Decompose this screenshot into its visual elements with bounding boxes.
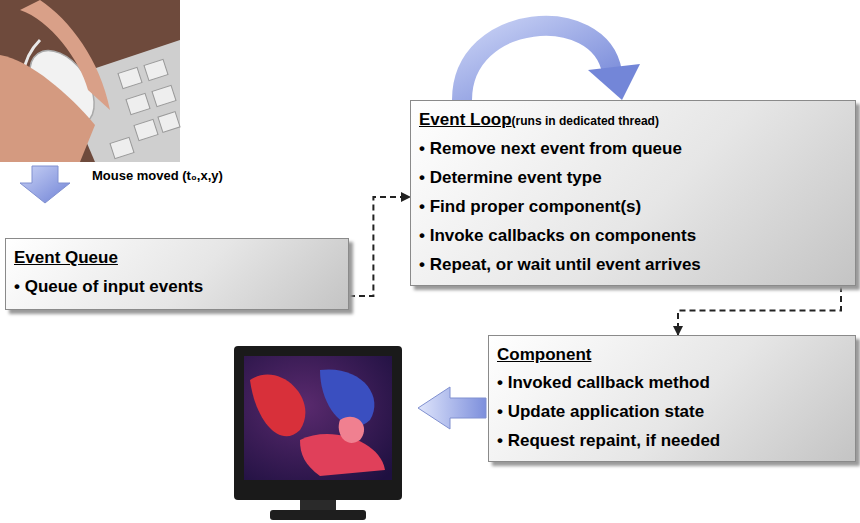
loop-arrow-head [588,64,640,100]
keys [110,59,180,158]
dashed-connector [678,286,841,335]
subheading: (runs in dedicated thread) [512,114,659,128]
monitor-base [270,510,366,520]
monitor-neck [300,498,336,512]
monitor-screen [244,356,392,480]
photo-ground [0,0,180,162]
screen-blob [300,434,385,476]
bullet-item: • Determine event type [419,163,847,192]
heading: Event Queue [14,248,118,267]
component-box: Component • Invoked callback method• Upda… [488,335,856,462]
hand [0,55,95,162]
monitor-bezel [234,346,402,500]
mouse-photo [0,0,180,162]
block-arrow [418,387,486,429]
heading-row: Event Queue [14,245,340,271]
screen-blob [339,417,364,443]
bullet-item: • Repeat, or wait until event arrives [419,250,847,279]
screen-blob [250,375,305,437]
heading: Component [497,345,591,364]
heading-row: Component [497,342,847,368]
bullet-item: • Find proper component(s) [419,192,847,221]
bullet-item: • Update application state [497,397,847,426]
bullet-item: • Remove next event from queue [419,134,847,163]
monitor [234,346,402,520]
heading: Event Loop [419,110,512,129]
heading-row: Event Loop(runs in dedicated thread) [419,107,847,134]
dashed-connector [349,197,410,296]
bullet-item: • Request repaint, if needed [497,426,847,455]
loop-arrow [462,26,612,100]
queue-box: Event Queue • Queue of input events [5,238,349,310]
bullet-item: • Queue of input events [14,271,340,303]
event-label: Mouse moved (t₀,x,y) [92,168,223,183]
bullet-item: • Invoked callback method [497,368,847,397]
bullet-item: • Invoke callbacks on components [419,221,847,250]
block-arrow [20,166,70,203]
loop-box: Event Loop(runs in dedicated thread)• Re… [410,100,856,286]
